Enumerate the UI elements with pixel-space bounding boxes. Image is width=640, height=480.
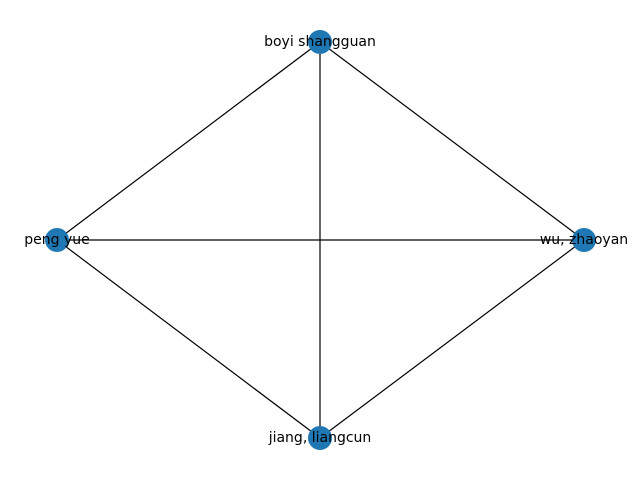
node-label-boyi: boyi shangguan [264,34,376,50]
nodes-layer [45,30,596,450]
node-wu[interactable] [572,228,596,252]
edge-boyi-peng [56,41,321,241]
edge-boyi-wu [319,41,585,241]
edges-layer [56,41,585,439]
edge-peng-jiang [56,239,321,439]
node-jiang[interactable] [308,426,332,450]
edge-wu-jiang [319,239,585,439]
node-label-jiang: jiang, liangcun [268,430,372,446]
node-peng[interactable] [45,228,69,252]
node-label-peng: peng yue [24,232,89,248]
labels-layer: boyi shangguan peng yue wu, zhaoyan jiang, … [24,34,628,446]
node-boyi[interactable] [308,30,332,54]
node-label-wu: wu, zhaoyan [540,232,628,248]
